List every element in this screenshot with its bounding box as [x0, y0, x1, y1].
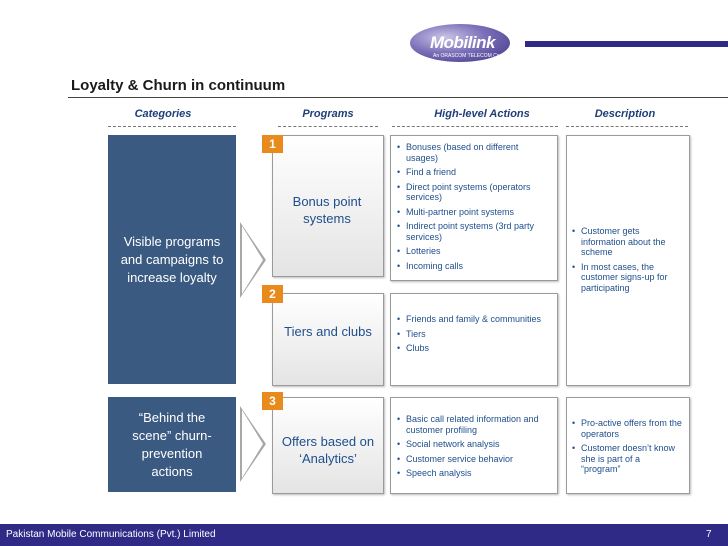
description-item: Pro-active offers from the operators [572, 418, 682, 439]
footer-bar [0, 524, 728, 546]
arrow-icon [240, 406, 266, 482]
header-dash [108, 126, 236, 127]
logo-tagline: An ORASCOM TELECOM Company [433, 53, 515, 59]
column-header-categories: Categories [134, 108, 192, 120]
action-item: Tiers [397, 329, 549, 340]
category-label: “Behind the scene” churn-prevention acti… [132, 409, 212, 479]
action-item: Direct point systems (operators services… [397, 182, 549, 203]
action-item: Incoming calls [397, 261, 549, 272]
action-item: Lotteries [397, 246, 549, 257]
description-panel-behind: Pro-active offers from the operators Cus… [566, 397, 690, 494]
action-item: Multi-partner point systems [397, 207, 549, 218]
category-visible-programs: Visible programs and campaigns to increa… [108, 135, 236, 384]
action-item: Speech analysis [397, 468, 549, 479]
description-item: In most cases, the customer signs-up for… [572, 262, 682, 294]
logo-name: Mobilink [430, 33, 495, 52]
header-bar [525, 41, 728, 47]
header-dash [392, 126, 558, 127]
action-item: Friends and family & communities [397, 314, 549, 325]
description-item: Customer doesn’t know she is part of a “… [572, 443, 682, 475]
program-name: Tiers and clubs [284, 324, 372, 339]
footer-company: Pakistan Mobile Communications (Pvt.) Li… [6, 529, 216, 540]
slide-title: Loyalty & Churn in continuum [71, 77, 286, 94]
action-item: Clubs [397, 343, 549, 354]
title-divider [68, 97, 728, 98]
description-panel-visible: Customer gets information about the sche… [566, 135, 690, 386]
category-behind-scene: “Behind the scene” churn-prevention acti… [108, 397, 236, 492]
action-item: Basic call related information and custo… [397, 414, 549, 435]
arrow-icon [240, 222, 266, 298]
page-number: 7 [706, 529, 712, 540]
action-item: Social network analysis [397, 439, 549, 450]
action-item: Find a friend [397, 167, 549, 178]
description-item: Customer gets information about the sche… [572, 226, 682, 258]
category-label: Visible programs and campaigns to increa… [120, 233, 224, 285]
program-number-badge: 3 [262, 392, 283, 410]
actions-panel-analytics: Basic call related information and custo… [390, 397, 558, 494]
action-item: Indirect point systems (3rd party servic… [397, 221, 549, 242]
column-header-actions: High-level Actions [434, 108, 530, 120]
program-number-badge: 2 [262, 285, 283, 303]
program-box-analytics: Offers based on ‘Analytics’ [272, 397, 384, 494]
header-dash [566, 126, 688, 127]
action-item: Customer service behavior [397, 454, 549, 465]
column-header-programs: Programs [302, 108, 354, 120]
program-name: Offers based on ‘Analytics’ [281, 434, 375, 466]
program-box-bonus: Bonus point systems [272, 135, 384, 277]
header-dash [278, 126, 378, 127]
column-header-description: Description [594, 108, 656, 120]
action-item: Bonuses (based on different usages) [397, 142, 549, 163]
program-number-badge: 1 [262, 135, 283, 153]
program-box-tiers: Tiers and clubs [272, 293, 384, 386]
program-name: Bonus point systems [292, 194, 362, 226]
mobilink-logo [410, 24, 510, 62]
actions-panel-tiers: Friends and family & communities Tiers C… [390, 293, 558, 386]
actions-panel-bonus: Bonuses (based on different usages) Find… [390, 135, 558, 281]
